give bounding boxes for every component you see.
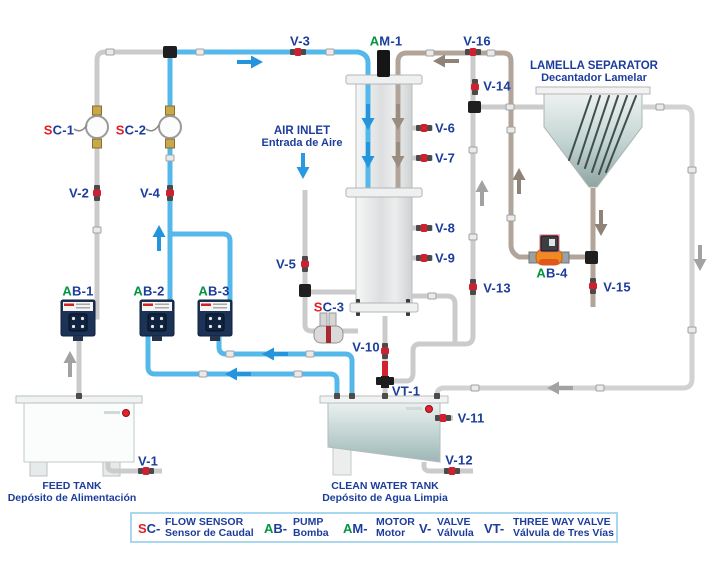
valve-v15-icon: [589, 278, 597, 294]
arrow-left-icon: [433, 54, 459, 68]
label-ab3: AB-3: [198, 283, 230, 299]
arrow-down-icon: [594, 210, 608, 236]
lamella-separator-label: LAMELLA SEPARATOR Decantador Lamelar: [530, 60, 658, 84]
arrow-left-icon: [547, 381, 573, 395]
label-sc2: SC-2: [115, 122, 147, 138]
sc2-pointer: [145, 124, 160, 132]
valve-v10-icon: [381, 343, 389, 359]
feed-tank-label: FEED TANK Depósito de Alimentación: [7, 480, 137, 504]
lamella-plates: [568, 95, 637, 175]
label-v2: V-2: [68, 185, 90, 201]
arrow-up-icon: [152, 225, 166, 251]
label-v8: V-8: [434, 220, 456, 236]
label-v3: V-3: [289, 33, 311, 49]
pump-ab1-icon: [60, 299, 96, 342]
air-arrow-down-icon: [296, 153, 310, 179]
label-ab1: AB-1: [62, 283, 94, 299]
three-way-valve-vt1-icon: [376, 376, 394, 388]
clean-tank-indicator: [425, 405, 433, 413]
legend-sc-prefix: SC-: [138, 521, 161, 536]
lid-connectors: [76, 393, 440, 399]
valve-v9-icon: [416, 254, 432, 262]
valve-v13-icon: [469, 279, 477, 295]
arrow-up-icon: [512, 168, 526, 194]
label-sc1: SC-1: [43, 122, 75, 138]
valve-v3-icon: [290, 48, 306, 56]
label-am1: AM-1: [369, 33, 403, 49]
legend-ab-prefix: AB-: [264, 521, 288, 536]
column-flanges: [345, 74, 423, 316]
label-vt1: VT-1: [391, 383, 421, 399]
sc1-pointer: [73, 124, 88, 132]
tee-fittings: [163, 46, 598, 297]
label-v11: V-11: [457, 410, 485, 426]
label-v1: V-1: [137, 453, 159, 469]
legend-vt-prefix: VT-: [484, 521, 505, 536]
pump-ab2-icon: [139, 299, 175, 342]
valve-v8-icon: [416, 224, 432, 232]
valve-v16-icon: [465, 48, 481, 56]
arrow-left-icon: [262, 347, 288, 361]
valve-v5-icon: [301, 256, 309, 272]
legend-v-prefix: V-: [419, 521, 432, 536]
valve-v7-icon: [416, 154, 432, 162]
valve-v2-icon: [93, 185, 101, 201]
label-sc3: SC-3: [313, 299, 345, 315]
valve-v11-icon: [435, 414, 451, 422]
label-v13: V-13: [483, 280, 511, 296]
clean-water-tank-label: CLEAN WATER TANK Depósito de Agua Limpia: [322, 480, 448, 504]
flow-sensor-sc3-icon: [313, 312, 344, 344]
label-v4: V-4: [139, 185, 161, 201]
legend-am-prefix: AM-: [343, 521, 368, 536]
lamella-separator: [535, 86, 651, 188]
label-v12: V-12: [445, 452, 473, 468]
valve-v6-icon: [416, 124, 432, 132]
pump-ab4-icon: [528, 234, 570, 266]
valve-v12-icon: [444, 467, 460, 475]
feed-tank: [15, 395, 143, 477]
flow-sensor-sc2-icon: [158, 105, 182, 149]
arrow-up-icon: [63, 351, 77, 377]
feed-tank-indicator: [122, 409, 130, 417]
label-v16: V-16: [463, 33, 491, 49]
label-v15: V-15: [603, 279, 631, 295]
label-v14: V-14: [483, 78, 511, 94]
pump-ab3-icon: [197, 299, 233, 342]
label-ab2: AB-2: [133, 283, 165, 299]
valve-v4-icon: [166, 185, 174, 201]
label-v10: V-10: [352, 339, 380, 355]
label-v6: V-6: [434, 120, 456, 136]
air-inlet-label: AIR INLET Entrada de Aire: [261, 125, 343, 149]
label-v7: V-7: [434, 150, 456, 166]
aeration-column: [355, 83, 413, 305]
label-ab4: AB-4: [536, 265, 568, 281]
motor-am1-icon: [377, 50, 390, 77]
flow-sensor-sc1-icon: [85, 105, 109, 149]
clean-water-tank: [319, 395, 449, 476]
arrow-down-icon: [693, 245, 707, 271]
label-v5: V-5: [275, 256, 297, 272]
arrow-up-icon: [475, 180, 489, 206]
label-v9: V-9: [434, 250, 456, 266]
arrow-left-icon: [225, 367, 251, 381]
valve-v14-icon: [471, 79, 479, 95]
arrow-right-icon: [237, 55, 263, 69]
